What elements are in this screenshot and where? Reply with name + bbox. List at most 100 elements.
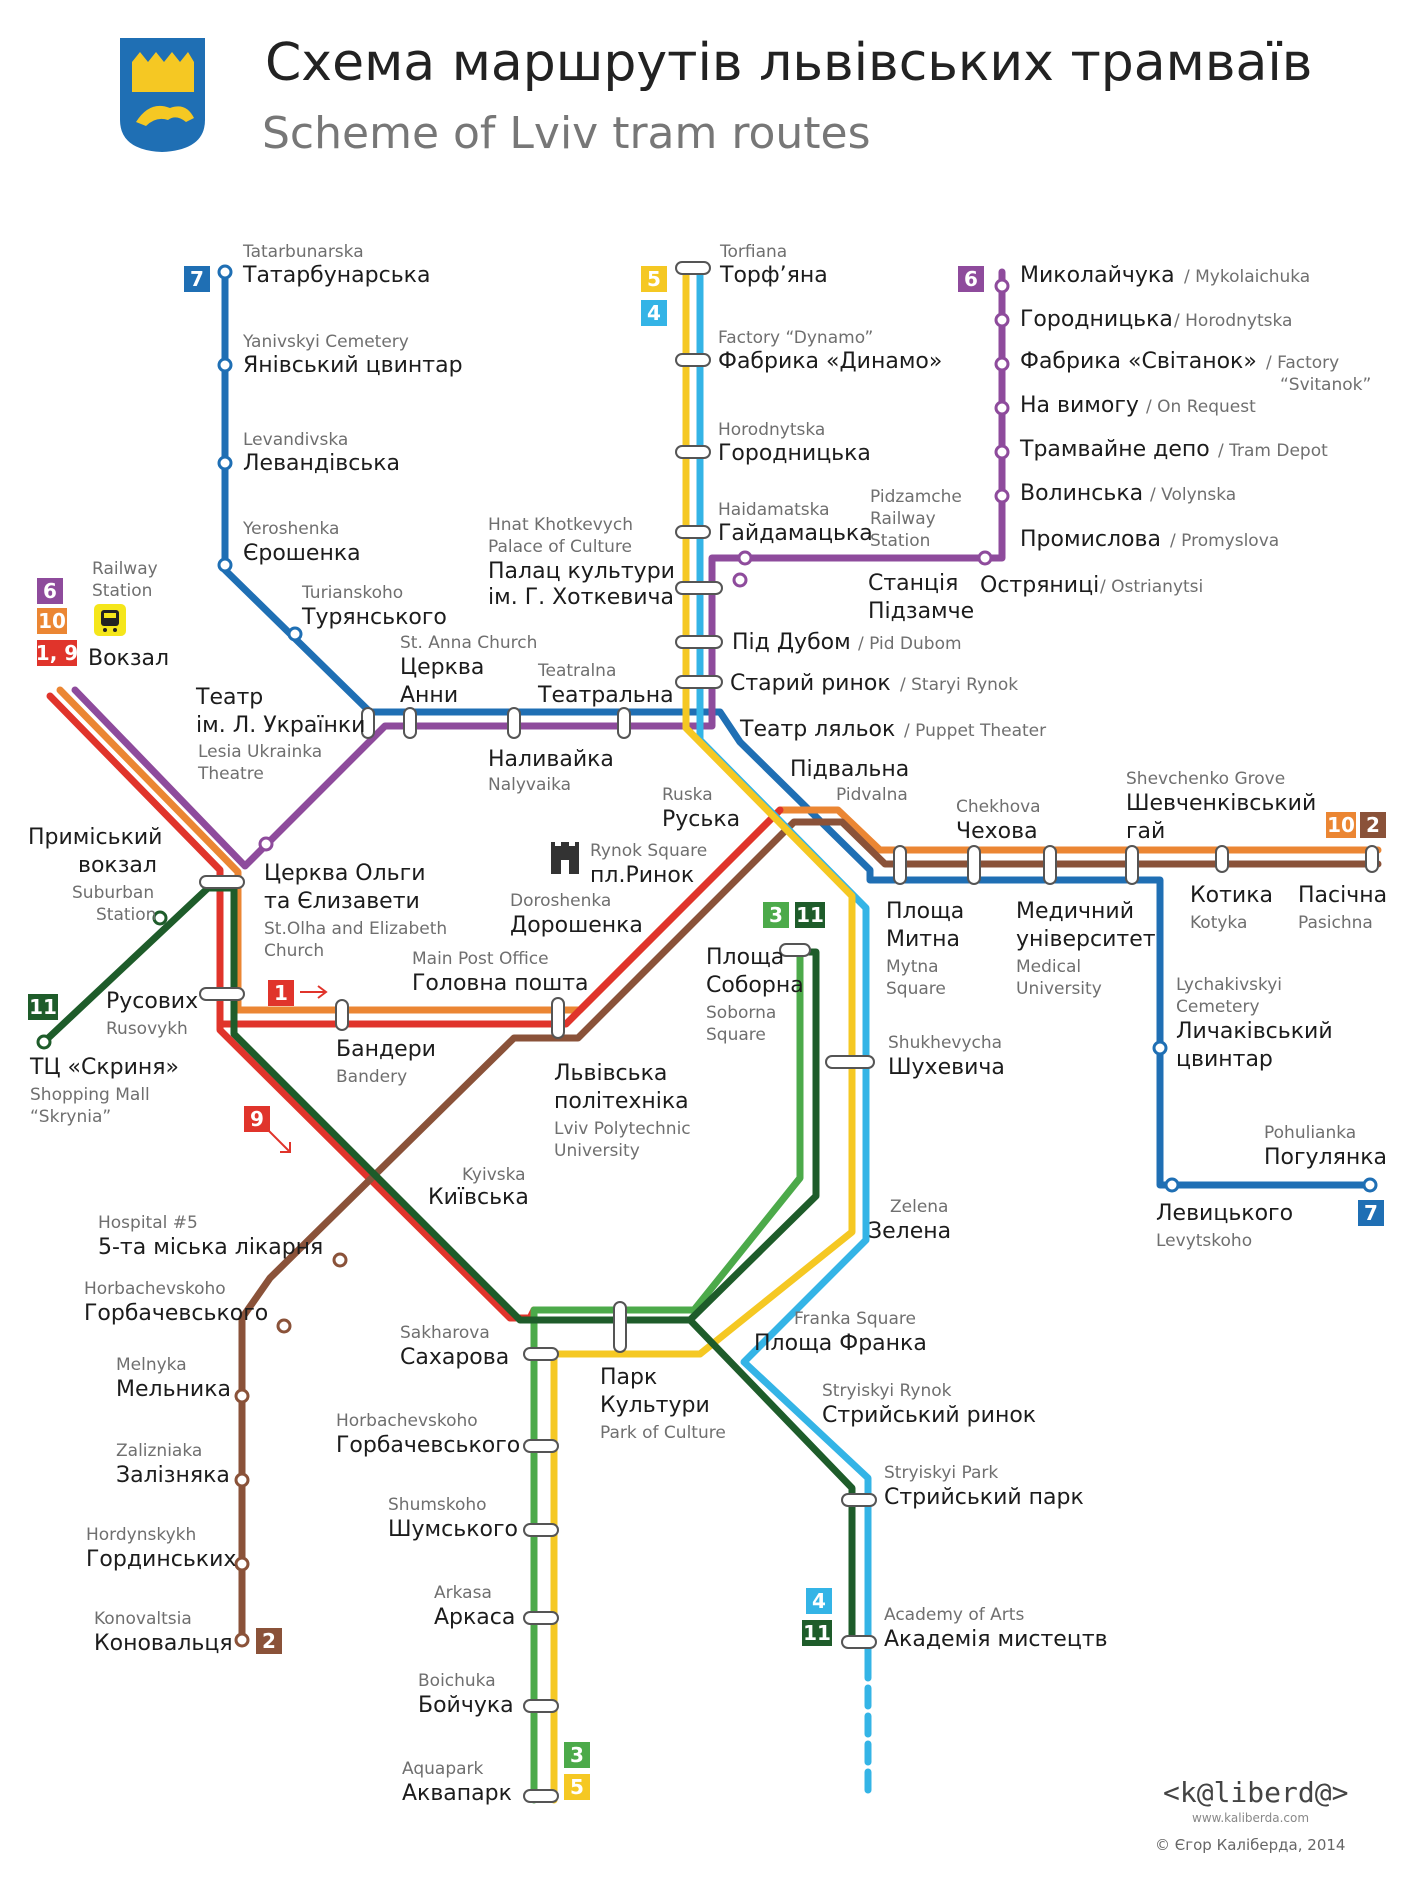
label-prymiskyi-en1: Suburban <box>72 883 154 903</box>
label-volynska-en: / Volynska <box>1150 485 1236 505</box>
stop-yeroshenka <box>217 557 233 573</box>
title-en: Scheme of Lviv tram routes <box>262 108 871 159</box>
label-teatr-lialok-ua: Театр ляльок <box>739 717 895 742</box>
credits-site: www.kaliberda.com <box>1192 1811 1309 1825</box>
label-pidzamche-ua1: Станція <box>868 571 958 596</box>
xfer-horbachevskoho2 <box>523 1439 559 1453</box>
label-pohulianka-en: Pohulianka <box>1264 1123 1356 1143</box>
xfer-khotkevych <box>675 581 723 595</box>
label-aquapark-ua: Аквапарк <box>402 1781 512 1806</box>
label-svitanok-en2: “Svitanok” <box>1280 375 1371 395</box>
label-hospital5-ua: 5-та міська лікарня <box>98 1235 323 1260</box>
label-horodnytska2-en: / Horodnytska <box>1174 311 1292 331</box>
label-anny-en: St. Anna Church <box>400 633 537 653</box>
label-depot-en: / Tram Depot <box>1218 441 1328 461</box>
label-turianskoho-ua: Турянського <box>301 605 447 630</box>
badge-route-11-left: 11 <box>28 994 58 1020</box>
label-lychakiv-ua2: цвинтар <box>1176 1047 1273 1072</box>
label-turianskoho-en: Turianskoho <box>301 583 403 603</box>
label-park-kultury-ua2: Культури <box>600 1393 710 1418</box>
stop-tatarbunarska <box>217 264 233 280</box>
label-chekhova-en: Chekhova <box>956 797 1041 817</box>
svg-text:1, 9: 1, 9 <box>36 641 78 665</box>
stop-pidzamche <box>737 550 753 566</box>
stop-ostrianytsi <box>977 550 993 566</box>
label-park-kultury-en: Park of Culture <box>600 1423 726 1443</box>
route-9-direction-arrow <box>267 1129 291 1153</box>
label-horodnytska2-ua: Городницька <box>1020 307 1173 332</box>
stop-levandivska <box>217 455 233 471</box>
stop-olha <box>258 836 274 852</box>
label-lychakiv-en2: Cemetery <box>1176 997 1260 1017</box>
label-stryiskyi-park-en: Stryiskyi Park <box>884 1463 998 1483</box>
label-pasichna-ua: Пасічна <box>1298 883 1387 908</box>
stop-levytskoho <box>1164 1177 1180 1193</box>
label-dynamo-ua: Фабрика «Динамо» <box>718 349 942 374</box>
svg-text:6: 6 <box>964 267 978 291</box>
stop-hospital5 <box>332 1252 348 1268</box>
label-khotkevych-ua2: ім. Г. Хоткевича <box>488 585 674 610</box>
label-torfiana-en: Torfiana <box>719 242 787 262</box>
badge-route-11-bottom: 11 <box>802 1620 832 1646</box>
label-shumskoho-ua: Шумського <box>388 1517 518 1542</box>
svg-text:4: 4 <box>812 1589 826 1613</box>
label-teatr-ukr-en2: Theatre <box>197 764 264 784</box>
label-na-vymohu-ua: На вимогу <box>1020 393 1139 418</box>
label-bandery-ua: Бандери <box>336 1037 436 1062</box>
label-mytna-ua2: Митна <box>886 927 960 952</box>
stop-zalizniaka <box>234 1472 250 1488</box>
xfer-teatralna <box>617 707 631 739</box>
label-stryiskyi-rynok-ua: Стрийський ринок <box>822 1403 1036 1428</box>
svg-text:11: 11 <box>796 903 824 927</box>
label-prymiskyi-en2: Station <box>96 905 156 925</box>
xfer-sakharova <box>523 1347 559 1361</box>
label-polytechnic-ua1: Львівська <box>554 1061 667 1086</box>
badge-route-1-9: 1, 9 <box>36 640 78 666</box>
xfer-bandery <box>335 999 349 1031</box>
stop-svitanok <box>994 356 1010 372</box>
stop-konovaltsia <box>234 1632 250 1648</box>
label-doroshenka-ua: Дорошенка <box>510 913 643 938</box>
stop-skrynia <box>36 1034 52 1050</box>
route-3-line <box>530 948 804 1804</box>
label-zelena-ua: Зелена <box>868 1219 951 1244</box>
xfer-academy <box>841 1635 877 1649</box>
label-nalyvaika-en: Nalyvaika <box>488 775 571 795</box>
label-pidzamche-en3: Station <box>870 531 930 551</box>
credits-copyright: © Єгор Каліберда, 2014 <box>1155 1836 1345 1854</box>
label-torfiana-ua: Торф’яна <box>719 263 828 288</box>
label-na-vymohu-en: / On Request <box>1146 397 1256 417</box>
label-tatarbunarska-en: Tatarbunarska <box>242 242 364 262</box>
route-6-line <box>71 268 1006 870</box>
label-konovaltsia-en: Konovaltsia <box>94 1609 192 1629</box>
label-polytechnic-ua2: політехніка <box>554 1089 689 1114</box>
badge-route-2-bottom: 2 <box>256 1628 282 1654</box>
label-med-univ-ua1: Медичний <box>1016 899 1134 924</box>
xfer-rusovykh <box>199 987 245 1001</box>
label-skrynia-en2: “Skrynia” <box>30 1107 111 1127</box>
label-pidvalna-en: Pidvalna <box>836 785 908 805</box>
label-khotkevych-en1: Hnat Khotkevych <box>488 515 633 535</box>
badge-route-3-bottom: 3 <box>564 1742 590 1768</box>
xfer-dynamo <box>675 353 711 367</box>
tower-icon <box>551 842 579 874</box>
label-anny-ua2: Анни <box>400 683 458 708</box>
credits-logo: <k@liberd@> <box>1163 1776 1348 1809</box>
xfer-anny <box>403 707 417 739</box>
stop-hordynskykh <box>234 1556 250 1572</box>
label-prymiskyi-ua2: вокзал <box>78 853 157 878</box>
xfer-pid-dubom <box>675 635 723 649</box>
stop-mykolaichuka <box>994 278 1010 294</box>
svg-text:3: 3 <box>570 1743 584 1767</box>
label-levytskoho-en: Levytskoho <box>1156 1231 1252 1251</box>
label-shevchenko-ua1: Шевченківський <box>1126 791 1316 816</box>
label-railway-ua: Вокзал <box>88 646 169 671</box>
xfer-mytna <box>893 845 907 885</box>
label-olha-ua1: Церква Ольги <box>264 861 426 886</box>
label-arkasa-ua: Аркаса <box>434 1605 515 1630</box>
label-olha-en2: Church <box>264 941 324 961</box>
label-pidvalna-ua: Підвальна <box>790 757 909 782</box>
label-pid-dubom-en: / Pid Dubom <box>858 634 962 654</box>
title-ua: Схема маршрутів львівських трамваїв <box>265 33 1312 93</box>
